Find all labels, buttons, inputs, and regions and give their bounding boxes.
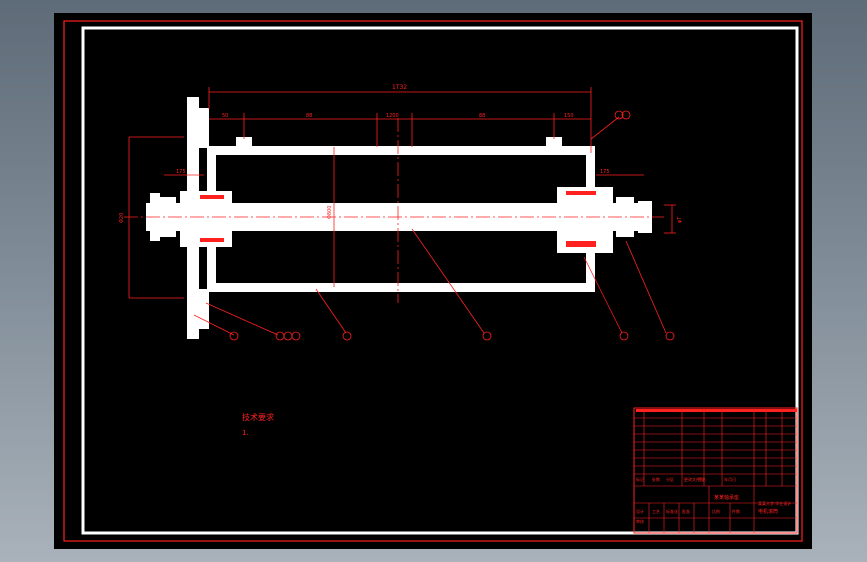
- bearing-right-seal-top: [566, 191, 596, 195]
- tb-row-3: 标准化: [666, 508, 678, 514]
- outer-border: [63, 20, 803, 542]
- notes-body: 1.: [242, 429, 249, 437]
- bore-left: [236, 137, 252, 147]
- dimension-lines: [128, 87, 676, 299]
- tb-drawing-name: 某某轴承座: [714, 494, 739, 501]
- dim-step-left: 175: [176, 169, 186, 175]
- part-balloons: [229, 110, 675, 341]
- tb-qty: 件数: [732, 508, 740, 514]
- dim-span-right: 88: [479, 113, 485, 119]
- shaft-end-right: [638, 201, 652, 233]
- leader-lines: [193, 116, 667, 336]
- dim-drum-diameter: Φ800: [327, 206, 333, 219]
- tb-label-4: 签名: [698, 476, 706, 482]
- notes-heading: 技术要求: [242, 412, 274, 422]
- drawing-viewport[interactable]: 1T32 50 88 1200 88 150 175 175 Φ20 Φ800 …: [54, 13, 812, 549]
- tb-row-4: 批准: [682, 508, 690, 514]
- tb-right-note: 某某大学 毕业设计: [758, 500, 791, 506]
- dim-overall: 1T32: [392, 84, 407, 91]
- dim-center: 1200: [386, 113, 399, 119]
- drum-shell-bottom: [216, 283, 586, 292]
- bearing-left-seal-bot: [200, 238, 224, 242]
- tb-label-5: 年月日: [724, 476, 736, 482]
- bearing-left-seal-top: [200, 195, 224, 199]
- tb-label-0: 标记: [636, 476, 644, 482]
- inner-border: [81, 26, 799, 535]
- tb-row-2: 工艺: [652, 509, 660, 514]
- roller-assembly: [146, 97, 652, 339]
- flange-left-hub: [199, 108, 209, 148]
- dim-span-left: 88: [306, 113, 312, 119]
- dim-step-right: 175: [600, 169, 610, 175]
- tb-scale: 比例: [712, 508, 720, 514]
- tb-row-1: 审核: [636, 518, 644, 524]
- bearing-right-seal-bot: [566, 241, 596, 247]
- dim-shaft-end: φT: [677, 216, 683, 223]
- center-lines: [124, 118, 664, 303]
- title-block: 某某轴承座 电机滚筒 某某大学 毕业设计 比例 件数 标记 处数 分区 更改文件…: [633, 407, 798, 534]
- tb-label-2: 分区: [666, 476, 674, 482]
- tb-label-3: 更改文件号: [684, 476, 704, 482]
- drum-shell-top: [216, 146, 586, 155]
- flange-left-hub-low: [199, 289, 209, 329]
- cad-drawing: 1T32 50 88 1200 88 150 175 175 Φ20 Φ800 …: [63, 20, 803, 542]
- dim-outer-height: Φ20: [119, 213, 125, 223]
- dim-end-left: 50: [222, 113, 228, 119]
- tb-label-1: 处数: [652, 476, 660, 482]
- dim-end-right: 150: [564, 113, 574, 119]
- bore-right: [546, 137, 562, 147]
- tb-part-name: 电机滚筒: [758, 508, 778, 515]
- tb-row-0: 设计: [636, 508, 644, 514]
